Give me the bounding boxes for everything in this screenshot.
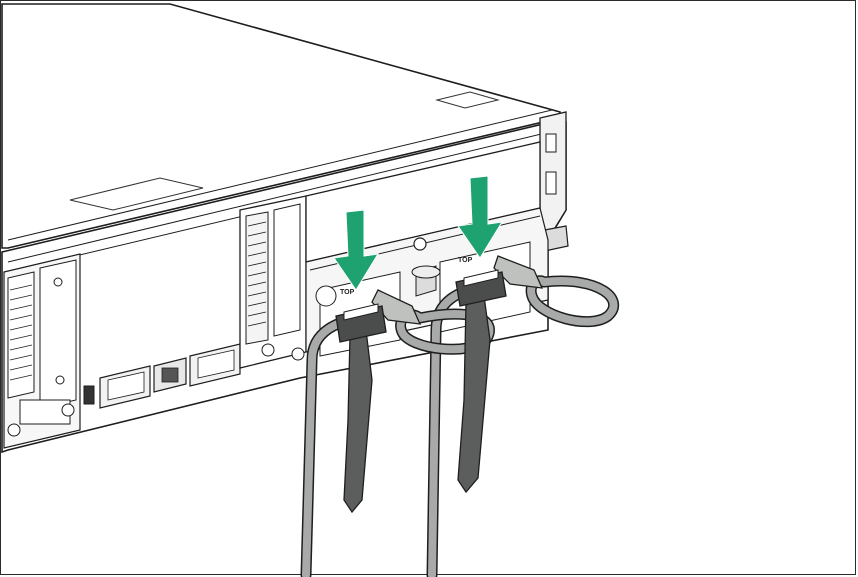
- plug-right: [493, 255, 544, 289]
- strain-relief-straps: [335, 269, 507, 514]
- usb-port: [83, 385, 95, 405]
- vent-grille-left: [7, 271, 35, 399]
- strap-left: [343, 329, 373, 514]
- rear-ports: [83, 343, 241, 409]
- strap-right: [457, 295, 491, 494]
- top-label-left: [69, 177, 204, 211]
- center-knob: [411, 265, 441, 279]
- chassis-top: [1, 3, 561, 249]
- riser-cage: [239, 195, 307, 369]
- push-arrow-left-icon: [333, 209, 379, 291]
- push-arrow-right-icon: [457, 175, 503, 259]
- top-label-right: [435, 91, 500, 109]
- left-io-area: [3, 253, 81, 449]
- psu-label-1: TOP: [340, 289, 355, 296]
- push-arrows: [333, 175, 503, 291]
- psu-label-2: TOP: [458, 257, 473, 264]
